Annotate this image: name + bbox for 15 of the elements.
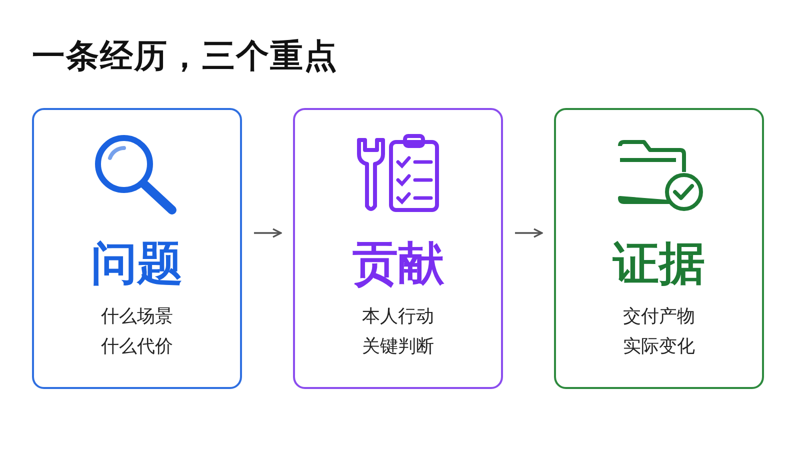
step-card bbox=[554, 108, 764, 389]
card-heading: 证据 bbox=[612, 240, 706, 286]
step-card bbox=[32, 108, 242, 389]
card-heading: 贡献 bbox=[351, 240, 446, 286]
title: 一条经历，三个重点 bbox=[32, 35, 338, 77]
card-heading: 问题 bbox=[90, 240, 184, 286]
arrow bbox=[254, 228, 282, 238]
card-text: 实际变化 bbox=[622, 338, 696, 356]
card-text: 什么场景 bbox=[100, 308, 174, 326]
arrow bbox=[515, 228, 543, 238]
card-text: 关键判断 bbox=[361, 338, 435, 356]
card-text: 本人行动 bbox=[361, 308, 435, 326]
card-text: 交付产物 bbox=[622, 308, 696, 326]
step-card bbox=[293, 108, 503, 389]
card-text: 什么代价 bbox=[100, 338, 174, 356]
